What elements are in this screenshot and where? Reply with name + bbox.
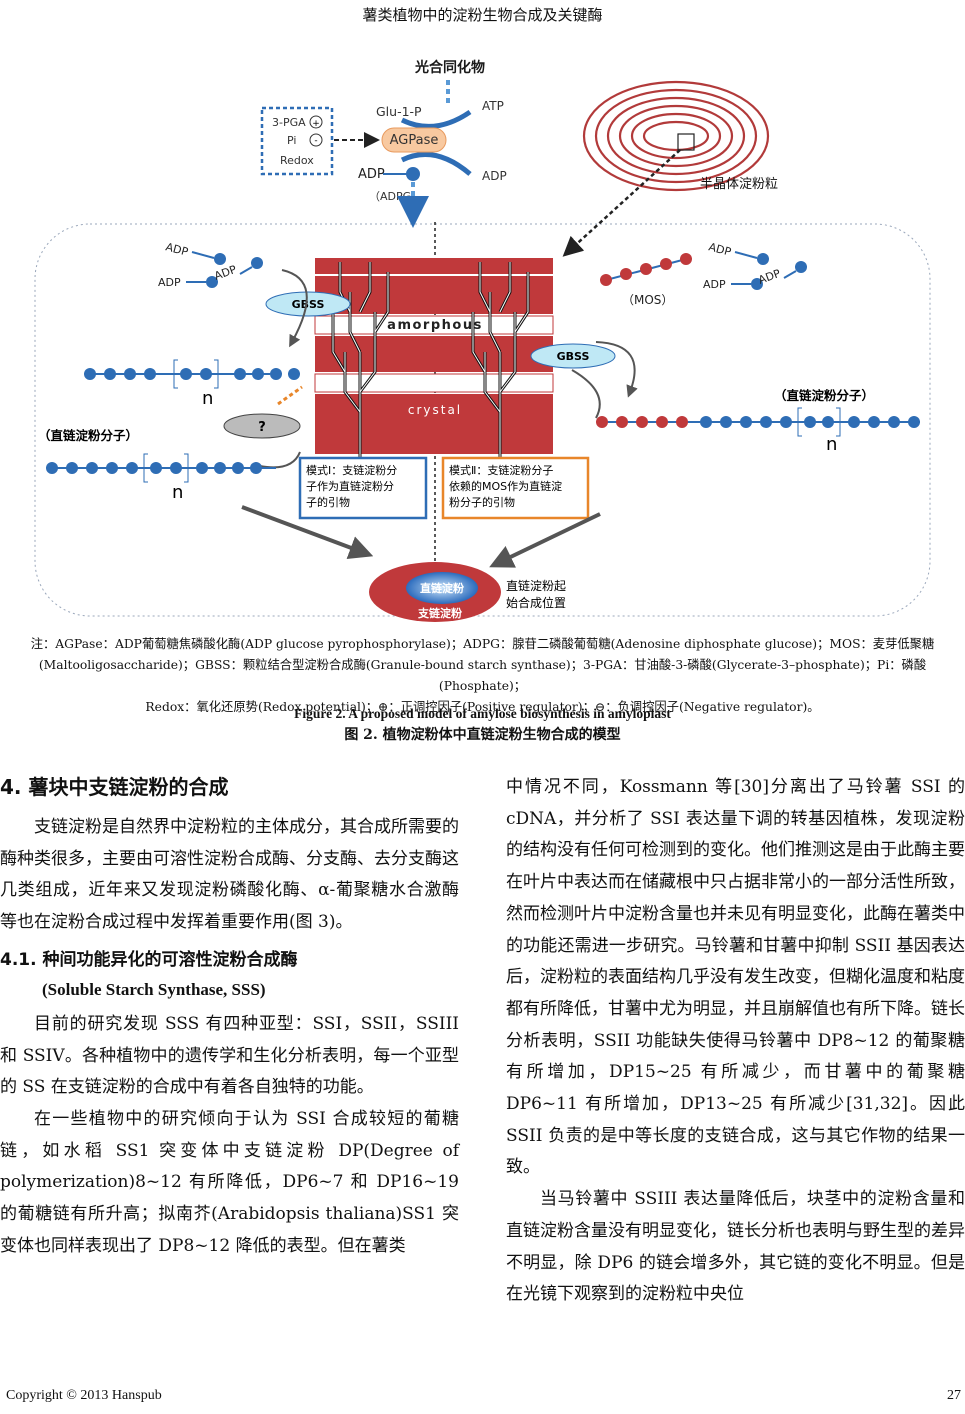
amylose-model-figure: 光合同化物 Glu-1-P ATP AGPase ADP ADP （ADPG） … [34,59,931,622]
semi-label: 半晶体淀粉粒 [700,177,778,192]
adp-label-right: ADP [482,169,507,183]
right-paragraph-2: 当马铃薯中 SSIII 表达量降低后，块茎中的淀粉含量和直链淀粉含量没有明显变化… [506,1189,965,1305]
photo-label: 光合同化物 [414,59,485,76]
svg-text:?: ? [258,420,266,435]
svg-text:ADP: ADP [164,240,190,259]
svg-text:子作为直链淀粉分: 子作为直链淀粉分 [306,479,394,493]
svg-text:+: + [312,119,320,129]
left-column: 4. 薯块中支链淀粉的合成 支链淀粉是自然界中淀粉粒的主体成分，其合成所需要的酶… [0,770,459,1262]
glu1p-label: Glu-1-P [376,104,422,119]
svg-text:直链淀粉起: 直链淀粉起 [506,578,566,593]
agpase-badge [381,127,447,153]
unknown-enzyme [223,413,301,439]
svg-text:n: n [202,388,213,409]
mos-label: （MOS） [622,293,673,307]
crystal-label: crystal [408,403,462,417]
svg-text:始合成位置: 始合成位置 [506,595,566,610]
svg-text:依赖的MOS作为直链淀: 依赖的MOS作为直链淀 [449,479,562,493]
mode2-box [441,456,590,520]
adp-cluster-left: ADP ADP ADP [158,240,263,289]
mos-chain [600,253,692,286]
left-paragraph-1: 支链淀粉是自然界中淀粉粒的主体成分，其合成所需要的酶种类很多，主要由可溶性淀粉合… [0,817,459,933]
adp-cluster-right: ADP ADP ADP [703,240,807,291]
page-number: 27 [947,1388,961,1403]
right-column: 中情况不同，Kossmann 等[30]分离出了马铃薯 SSI 的 cDNA，并… [506,772,965,1311]
svg-text:GBSS: GBSS [292,298,325,311]
svg-text:n: n [826,434,837,455]
amorphous-label: amorphous [387,318,483,333]
svg-text:n: n [172,482,183,503]
page-footer: Copyright © 2013 Hanspub 27 [6,1388,961,1404]
atp-label: ATP [482,99,504,113]
svg-text:直链淀粉: 直链淀粉 [420,581,464,595]
subsection-title: 4.1. 种间功能异化的可溶性淀粉合成酶 (Soluble Starch Syn… [0,949,298,999]
svg-text:ADP: ADP [158,276,181,289]
svg-text:粉分子的引物: 粉分子的引物 [449,495,515,509]
svg-text:-: - [314,136,317,146]
svg-text:模式Ⅰ：支链淀粉分: 模式Ⅰ：支链淀粉分 [306,463,397,477]
amyloplast-outline [34,223,931,617]
left-paragraph-3: 在一些植物中的研究倾向于认为 SSI 合成较短的葡糖链，如水稻 SS1 突变体中… [0,1108,459,1256]
svg-text:子的引物: 子的引物 [306,495,350,509]
amylopectin-tree-left-white [332,262,389,462]
svg-text:Pi: Pi [287,134,296,147]
regulator-box [260,106,334,176]
svg-text:ADP: ADP [757,267,783,287]
svg-text:支链淀粉: 支链淀粉 [417,606,462,620]
svg-text:Redox: Redox [280,154,314,167]
copyright: Copyright © 2013 Hanspub [6,1388,162,1403]
svg-text:模式Ⅱ：支链淀粉分子: 模式Ⅱ：支链淀粉分子 [449,463,553,477]
agpase-label: AGPase [390,133,439,148]
gbss-right [530,343,616,369]
amylose-chain-right [596,407,920,437]
figure-note: 注：AGPase：ADP葡萄糖焦磷酸化酶(ADP glucose pyropho… [30,637,935,714]
svg-text:GBSS: GBSS [557,350,590,363]
granule-layers [314,258,554,454]
mode1-box [298,456,428,520]
figure-caption-zh: 图 2. 植物淀粉体中直链淀粉生物合成的模型 [344,727,621,743]
svg-text:ADP: ADP [213,263,239,283]
amylose-core [406,572,478,604]
semicrystalline-granule [582,80,770,192]
right-paragraph-1: 中情况不同，Kossmann 等[30]分离出了马铃薯 SSI 的 cDNA，并… [506,777,965,1178]
gbss-left [265,291,351,317]
section-title: 4. 薯块中支链淀粉的合成 [0,775,229,799]
amylose-label-left: （直链淀粉分子） [38,428,138,443]
left-paragraph-2: 目前的研究发现 SSS 有四种亚型：SSI，SSII，SSIII 和 SSIV。… [0,1013,459,1098]
amylose-chain-left-bottom [46,453,276,483]
svg-text:ADP: ADP [703,278,726,291]
amylose-label-right: （直链淀粉分子） [774,388,874,403]
running-head: 薯类植物中的淀粉生物合成及关键酶 [362,6,603,24]
amylopectin-tree-right-white [472,262,529,462]
adp-label-main: ADP [358,167,385,182]
figure-caption-en: Figure 2. A proposed model of amylose bi… [294,706,671,721]
svg-text:ADP: ADP [707,240,733,259]
svg-text:3-PGA: 3-PGA [272,116,306,129]
amylose-chain-left-top [84,359,300,389]
